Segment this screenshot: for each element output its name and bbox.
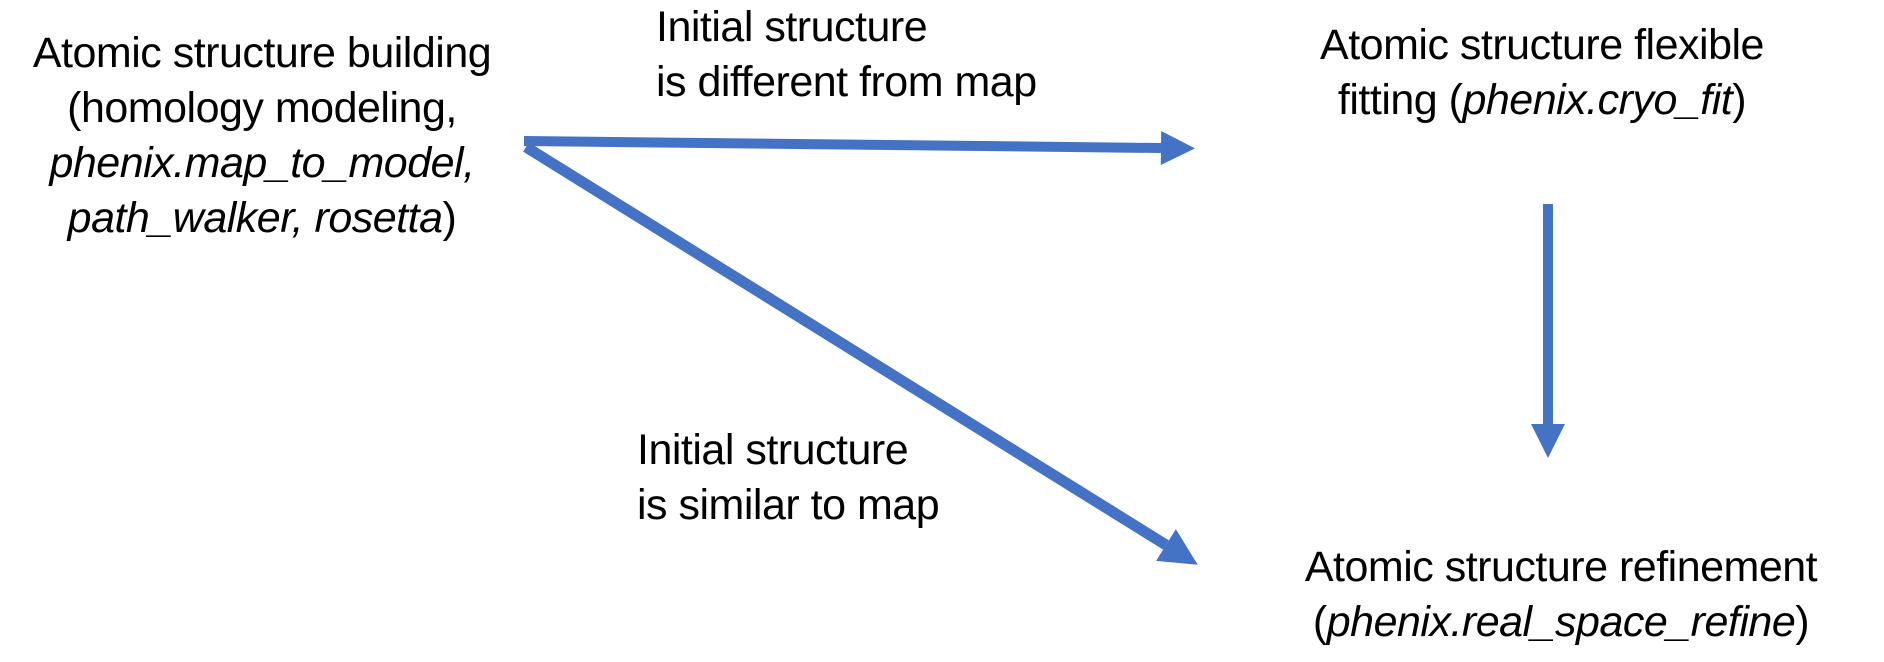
node-fitting-line2-tool: phenix.cryo_fit: [1462, 76, 1733, 124]
node-refinement-line2-close: ): [1795, 598, 1810, 646]
node-fitting-line2-prefix: fitting (: [1337, 76, 1463, 124]
node-refinement-line2-tool: phenix.real_space_refine: [1326, 598, 1796, 646]
node-building-line3: phenix.map_to_model,: [49, 139, 475, 187]
node-building-line2: (homology modeling,: [67, 84, 457, 132]
node-atomic-structure-refinement: Atomic structure refinement (phenix.real…: [1238, 540, 1884, 650]
label-different-line1: Initial structure: [656, 3, 928, 51]
arrow-building-to-fitting: [523, 131, 1195, 165]
node-building-line4-paren: ): [442, 194, 457, 242]
node-atomic-structure-flexible-fitting: Atomic structure flexible fitting (pheni…: [1235, 18, 1849, 128]
node-atomic-structure-building: Atomic structure building (homology mode…: [2, 26, 522, 246]
node-fitting-line2: fitting (phenix.cryo_fit): [1235, 73, 1849, 128]
node-building-line4-tools: path_walker, rosetta: [67, 194, 443, 242]
node-refinement-line2: (phenix.real_space_refine): [1238, 595, 1884, 650]
label-initial-structure-different: Initial structure is different from map: [656, 0, 1037, 110]
node-refinement-line2-open: (: [1312, 598, 1327, 646]
node-fitting-line2-paren: ): [1732, 76, 1747, 124]
node-building-line4: path_walker, rosetta): [2, 191, 522, 246]
node-refinement-line1: Atomic structure refinement: [1304, 543, 1818, 591]
arrow-building-to-refinement: [523, 142, 1198, 565]
label-initial-structure-similar: Initial structure is similar to map: [637, 423, 940, 533]
label-different-line2: is different from map: [656, 58, 1037, 106]
node-fitting-line1: Atomic structure flexible: [1320, 21, 1764, 69]
node-building-line1: Atomic structure building: [32, 29, 492, 77]
label-similar-line2: is similar to map: [637, 481, 940, 529]
label-similar-line1: Initial structure: [637, 426, 909, 474]
